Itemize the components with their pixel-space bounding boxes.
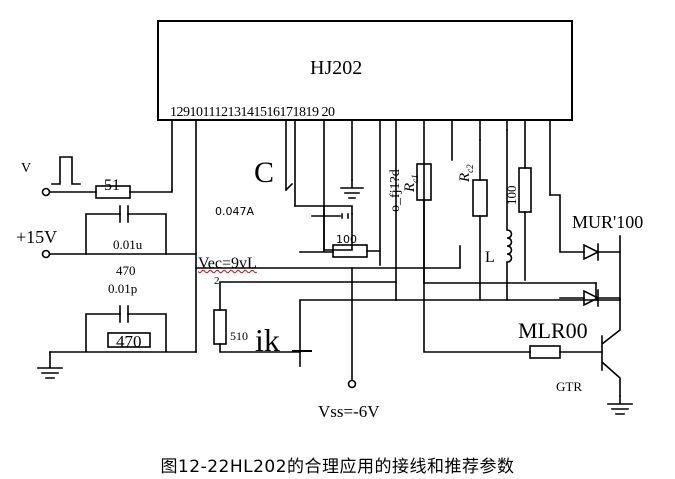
label-r470b: 470 bbox=[116, 332, 142, 351]
resistor-100b bbox=[518, 167, 532, 213]
ground-right bbox=[607, 395, 633, 415]
label-gtr: GTR bbox=[556, 379, 582, 394]
pin-leads bbox=[171, 119, 551, 353]
chip-name: HJ202 bbox=[310, 57, 363, 79]
resistor-470 bbox=[107, 332, 151, 348]
resistor-510 bbox=[213, 309, 227, 345]
label-r510: 510 bbox=[230, 329, 248, 343]
label-v-input: V bbox=[21, 161, 32, 176]
resistor-rc2 bbox=[472, 179, 488, 217]
label-mlr: MLR00 bbox=[518, 318, 588, 343]
plus15v-terminal bbox=[41, 249, 51, 259]
label-c0047: 0.047A bbox=[215, 205, 255, 218]
label-rc2: Rc2 bbox=[457, 164, 475, 182]
figure-caption: 图12-22HL202的合理应用的接线和推荐参数 bbox=[160, 457, 515, 477]
label-plus15v: +15V bbox=[16, 227, 58, 247]
diode-1 bbox=[583, 243, 600, 261]
resistor-mlr bbox=[529, 345, 561, 359]
transistor-gtr bbox=[600, 299, 621, 397]
inductor bbox=[506, 129, 513, 301]
label-vec: Vec=9vL bbox=[198, 255, 257, 272]
label-vss: Vss=-6V bbox=[318, 402, 380, 421]
label-ik: ik bbox=[255, 322, 280, 358]
label-rc1: Rc1 bbox=[402, 174, 420, 192]
label-r100b: 100 bbox=[504, 185, 519, 206]
vss-terminal bbox=[347, 379, 357, 389]
chip-body bbox=[157, 20, 573, 121]
label-mur: MUR'100 bbox=[572, 212, 644, 232]
label-c001u: 0.01u bbox=[113, 237, 143, 252]
input-pulse bbox=[51, 156, 81, 185]
ground-left bbox=[37, 351, 63, 379]
label-l: L bbox=[485, 249, 495, 266]
label-two: 2 bbox=[214, 275, 220, 287]
diode-2 bbox=[583, 289, 600, 307]
resistor-100 bbox=[332, 244, 368, 258]
label-r51: 51 bbox=[104, 177, 120, 194]
chip-pin-numbers: 12910111213141516171819 20 bbox=[170, 105, 335, 120]
ground-mid bbox=[340, 179, 364, 199]
input-terminal bbox=[41, 187, 51, 197]
label-r100a: 100 bbox=[336, 233, 357, 246]
label-pin-fj: o_fj1?d bbox=[388, 169, 403, 212]
label-r470a: 470 bbox=[116, 263, 136, 278]
label-c: C bbox=[254, 156, 275, 189]
label-c001p: 0.01p bbox=[108, 281, 138, 296]
label-ik-dash bbox=[292, 350, 312, 352]
